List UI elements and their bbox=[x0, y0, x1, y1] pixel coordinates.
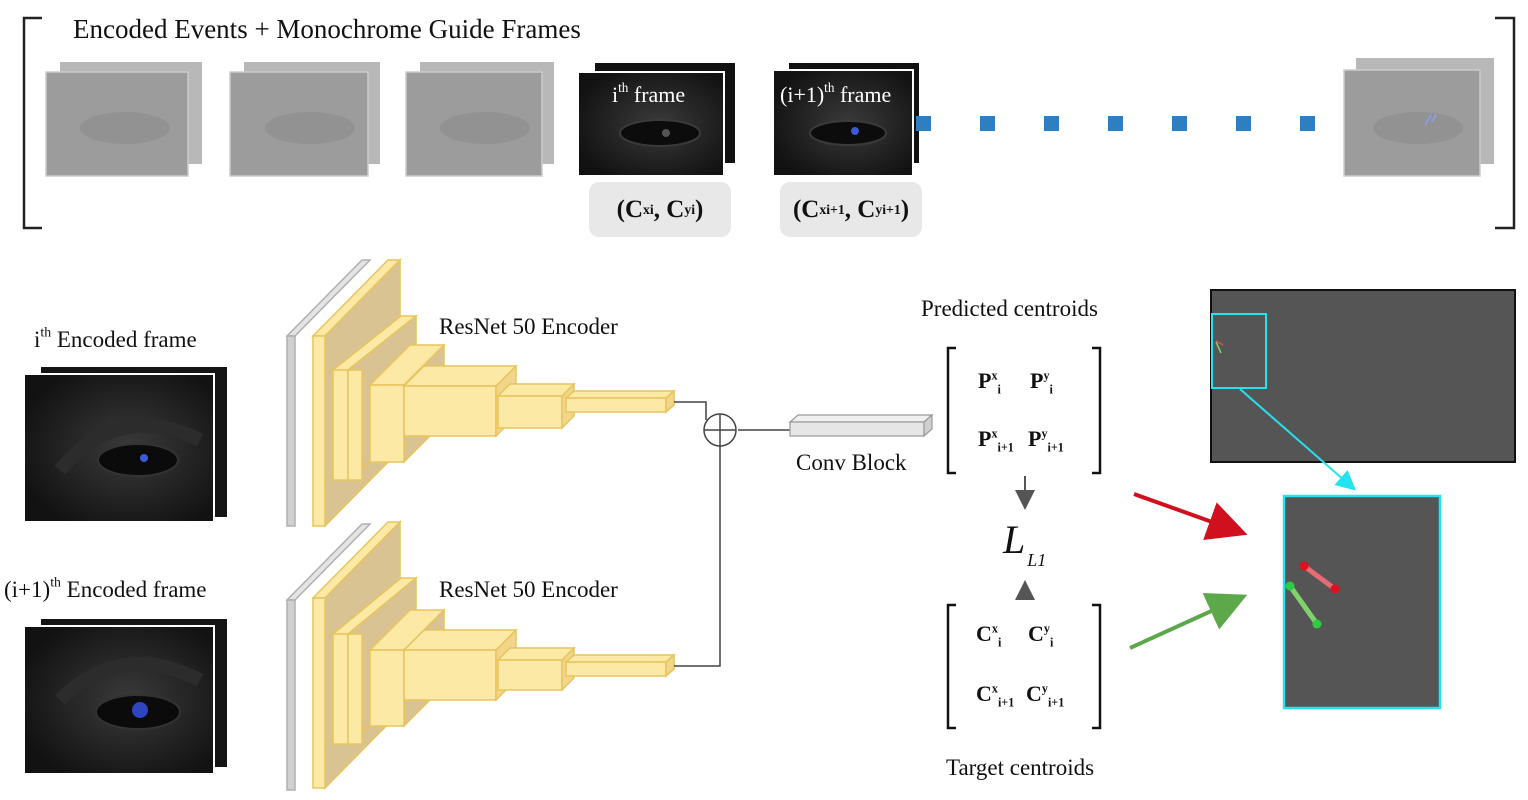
continuation-dots bbox=[916, 116, 1315, 131]
input-frame-i1 bbox=[23, 617, 229, 775]
predicted-centroids-title: Predicted centroids bbox=[921, 296, 1098, 321]
target-cell-cy-i1: Cyi+1 bbox=[1026, 681, 1065, 710]
input-frame-i bbox=[23, 365, 229, 523]
faded-frame-last bbox=[1343, 58, 1494, 177]
target-matrix-bracket bbox=[946, 603, 1102, 730]
frame-i1-label: (i+1)th frame bbox=[780, 80, 892, 107]
pred-cell-px-i1: Pxi+1 bbox=[978, 426, 1014, 455]
encoder-top-label: ResNet 50 Encoder bbox=[439, 314, 618, 339]
sequence-title: Encoded Events + Monochrome Guide Frames bbox=[73, 14, 581, 44]
faded-frame-1 bbox=[45, 62, 202, 177]
target-cell-cy-i: Cyi bbox=[1028, 621, 1054, 650]
conv-block bbox=[788, 413, 934, 438]
target-centroids-title: Target centroids bbox=[946, 755, 1095, 780]
frame-i-stack bbox=[577, 61, 737, 177]
target-cell-cx-i1: Cxi+1 bbox=[976, 681, 1015, 710]
pred-matrix-bracket bbox=[946, 346, 1102, 475]
pred-red-arrow bbox=[1133, 492, 1248, 541]
target-matrix: Cxi Cyi Cxi+1 Cyi+1 bbox=[960, 607, 1090, 727]
conv-block-label: Conv Block bbox=[796, 450, 907, 475]
frame-i1-stack bbox=[772, 61, 921, 177]
concat-operator bbox=[703, 413, 737, 447]
predicted-matrix: Pxi Pyi Pxi+1 Pyi+1 bbox=[960, 350, 1090, 470]
faded-frame-3 bbox=[405, 62, 554, 177]
encoder-bottom-label: ResNet 50 Encoder bbox=[439, 577, 618, 602]
input-label-i: ith Encoded frame bbox=[34, 324, 197, 352]
fusion-connectors bbox=[674, 401, 790, 667]
pred-cell-py-i1: Pyi+1 bbox=[1028, 426, 1064, 455]
frame-i-label: ith frame bbox=[612, 80, 686, 107]
resnet-encoder-bottom bbox=[285, 520, 676, 791]
zoom-frame-visual bbox=[1282, 494, 1442, 710]
input-label-i1: (i+1)th Encoded frame bbox=[4, 574, 207, 602]
full-frame-visual bbox=[1210, 289, 1516, 463]
pred-cell-py-i: Pyi bbox=[1030, 368, 1053, 397]
cyan-zoom-arrow bbox=[1239, 388, 1357, 491]
sequence-bracket bbox=[22, 16, 1516, 230]
target-cell-cx-i: Cxi bbox=[976, 621, 1002, 650]
pred-cell-px-i: Pxi bbox=[978, 368, 1001, 397]
target-green-arrow bbox=[1129, 593, 1248, 650]
resnet-encoder-top bbox=[285, 258, 676, 528]
faded-frame-2 bbox=[229, 62, 380, 177]
